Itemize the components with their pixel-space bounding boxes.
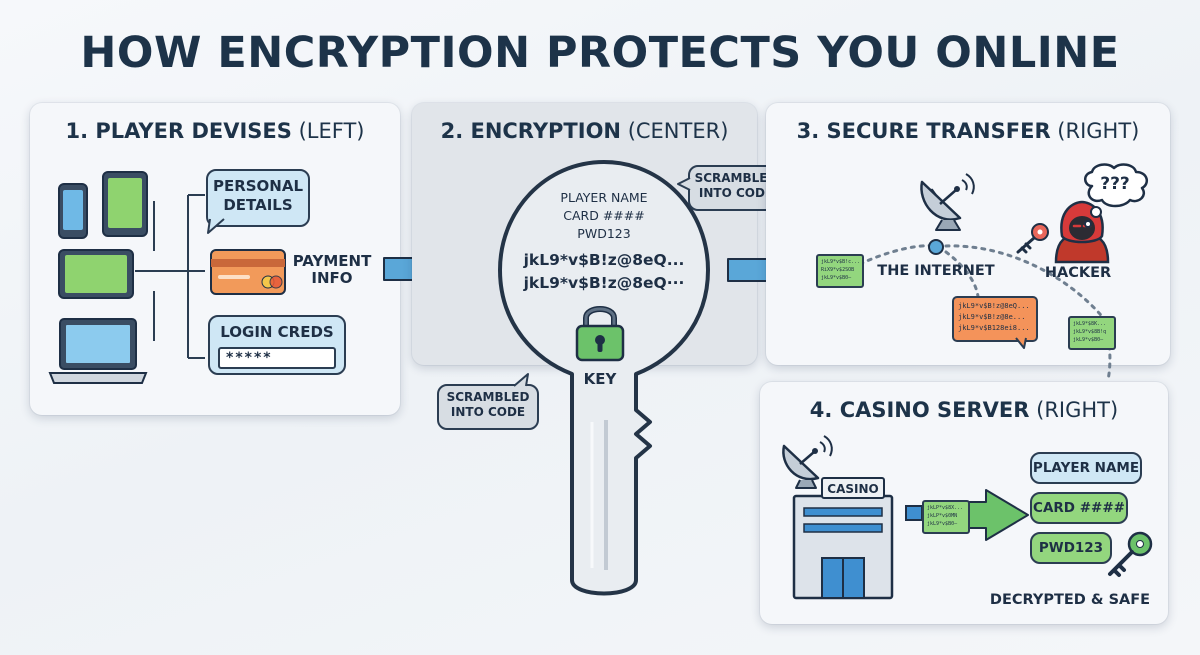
key-icon bbox=[498, 160, 710, 596]
plain-line-1: PLAYER NAME bbox=[560, 190, 648, 205]
packet-right-line-2: jkL9*v$8B!q bbox=[1073, 329, 1107, 335]
panel1-heading: 1. PLAYER DEVISES (LEFT) bbox=[65, 119, 365, 143]
output-card: CARD #### bbox=[1030, 492, 1128, 524]
scrambled-left-tail bbox=[513, 373, 529, 387]
packet-left-line-2: RiX9*v$2SOB bbox=[821, 267, 855, 273]
panel2-heading: 2. ENCRYPTION (CENTER) bbox=[440, 119, 729, 143]
cipher-line-2: jkL9*v$B!z@8eQ··· bbox=[523, 274, 685, 292]
hacker-label: HACKER bbox=[1044, 265, 1112, 281]
panel-player-devices: 1. PLAYER DEVISES (LEFT) PERSONAL DETAIL bbox=[30, 103, 400, 415]
output-player-name: PLAYER NAME bbox=[1030, 452, 1142, 484]
password-field: ***** bbox=[218, 346, 336, 369]
globe-node-icon bbox=[928, 239, 944, 255]
packet-hacker-line-2: jkL9*v$B!z@8e... bbox=[958, 313, 1026, 321]
laptop-icon bbox=[48, 318, 148, 384]
packet-hacker-tail bbox=[1015, 337, 1027, 349]
plain-line-2: CARD #### bbox=[563, 208, 645, 223]
packet-left-line-1: jkL9*v$B!c... bbox=[821, 259, 861, 265]
packet-right-line-3: jkL9*v$B0— bbox=[1073, 337, 1104, 343]
building-icon bbox=[792, 477, 894, 600]
packet-right: jkL9*$8K... jkL9*v$8B!q jkL9*v$B0— bbox=[1068, 316, 1116, 350]
packet-hacker-line-1: jkL9*v$B!z@8eQ... bbox=[958, 302, 1030, 310]
thought-text: ??? bbox=[1100, 174, 1130, 194]
output-password: PWD123 bbox=[1030, 532, 1112, 564]
padlock-icon bbox=[575, 306, 625, 362]
packet-hacker: jkL9*v$B!z@8eQ... jkL9*v$B!z@8e... jkL9*… bbox=[952, 296, 1038, 342]
packet-left-line-3: jkL9*v$B0— bbox=[821, 275, 852, 281]
page-title: HOW ENCRYPTION PROTECTS YOU ONLINE bbox=[80, 28, 1120, 78]
panel3-heading: 3. SECURE TRANSFER (RIGHT) bbox=[796, 119, 1140, 143]
scrambled-right-tail bbox=[677, 177, 691, 191]
packet-hacker-line-3: jkL9*v$B128ei8... bbox=[958, 324, 1030, 332]
packet-right-line-1: jkL9*$8K... bbox=[1073, 321, 1107, 327]
scrambled-bubble-left: SCRAMBLED INTO CODE bbox=[437, 384, 539, 430]
thought-bubble-icon bbox=[1084, 163, 1149, 228]
phone-icon bbox=[58, 183, 88, 239]
device-connector-lines bbox=[135, 194, 205, 359]
packet-left: jkL9*v$B!c... RiX9*v$2SOB jkL9*v$B0— bbox=[816, 254, 864, 288]
casino-dish-icon bbox=[782, 435, 833, 489]
credit-card-icon bbox=[210, 249, 286, 295]
personal-bubble-tail bbox=[207, 218, 225, 234]
payment-info-label: PAYMENT INFO bbox=[292, 252, 372, 288]
casino-packet-line-2: jkLP*v$0MN bbox=[927, 513, 958, 519]
casino-packet: jkLP*v$8X... jkLP*v$0MN jkL9*v$B0— bbox=[922, 500, 970, 534]
casino-packet-line-1: jkLP*v$8X... bbox=[927, 505, 964, 511]
small-key-icon bbox=[1016, 223, 1049, 254]
login-creds-box: LOGIN CREDS ***** bbox=[208, 315, 346, 375]
casino-packet-line-3: jkL9*v$B0— bbox=[927, 521, 958, 527]
plain-line-3: PWD123 bbox=[577, 226, 631, 241]
satellite-dish-icon bbox=[920, 173, 975, 231]
tablet-icon bbox=[102, 171, 148, 237]
landscape-tablet-icon bbox=[58, 249, 134, 299]
login-creds-label: LOGIN CREDS bbox=[220, 323, 334, 341]
key-label: KEY bbox=[583, 370, 617, 388]
green-key-icon bbox=[1108, 531, 1153, 577]
decrypted-status: DECRYPTED & SAFE bbox=[989, 592, 1151, 608]
panel4-heading: 4. CASINO SERVER (RIGHT) bbox=[809, 398, 1119, 422]
casino-sign: CASINO bbox=[827, 482, 879, 496]
internet-label: THE INTERNET bbox=[877, 263, 995, 279]
personal-details-bubble: PERSONAL DETAILS bbox=[206, 169, 310, 227]
cipher-line-1: jkL9*v$B!z@8eQ... bbox=[523, 251, 685, 269]
